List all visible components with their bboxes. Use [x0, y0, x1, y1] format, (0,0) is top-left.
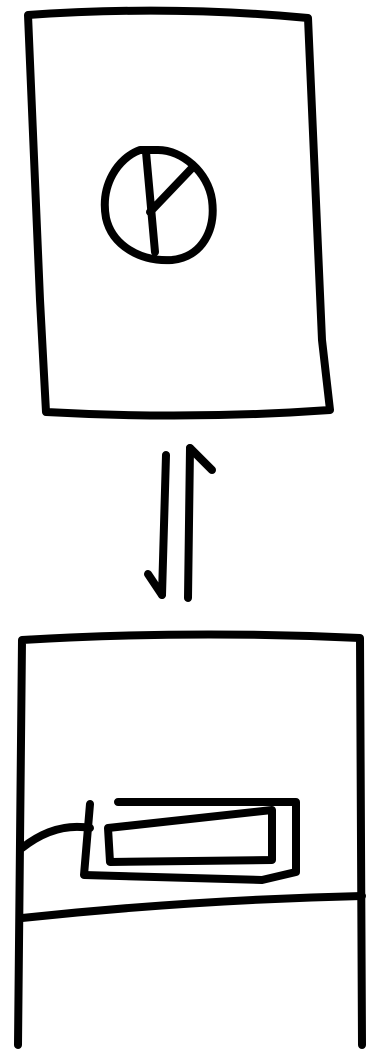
hand-arm-line [22, 827, 90, 848]
pie-chart-slice-line-1 [146, 152, 155, 252]
top-panel [28, 11, 330, 416]
table-edge-line [22, 896, 362, 918]
device-on-table-icon [22, 802, 296, 880]
up-down-harpoon-arrows-icon [148, 448, 212, 598]
bottom-panel-frame [18, 634, 362, 1045]
pie-chart-icon [105, 150, 213, 260]
device-inner-outline [108, 810, 272, 862]
up-arrow-shaft [188, 448, 190, 598]
pie-chart-slice-line-2 [150, 168, 192, 212]
top-panel-frame [28, 11, 330, 416]
bottom-panel [18, 634, 362, 1045]
down-arrow-shaft [162, 455, 166, 595]
